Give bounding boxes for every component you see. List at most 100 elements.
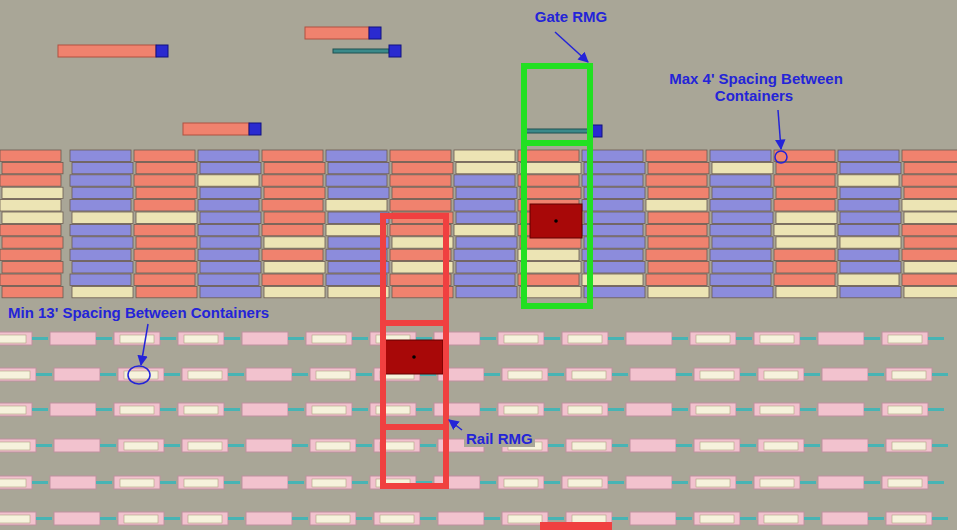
railcar: [886, 512, 932, 525]
railcar: [242, 403, 288, 416]
railcar-coupler: [864, 481, 880, 484]
railcar: [118, 512, 164, 525]
stacked-container: [838, 224, 899, 235]
railcar-coupler: [32, 337, 48, 340]
railcar-coupler: [928, 481, 944, 484]
stacked-container: [774, 224, 835, 235]
stacked-container: [904, 187, 957, 198]
railcar: [882, 476, 928, 489]
stacked-container: [390, 200, 451, 211]
rail-container: [184, 406, 218, 414]
railcar: [246, 439, 292, 452]
stacked-container: [584, 212, 645, 223]
railcar-coupler: [484, 373, 500, 376]
railcar: [54, 368, 100, 381]
stacked-container: [0, 175, 61, 186]
railcar-coupler: [160, 337, 176, 340]
stacked-container: [70, 249, 131, 260]
railcar: [118, 439, 164, 452]
stacked-container: [776, 212, 837, 223]
railcar-coupler: [228, 444, 244, 447]
rail-container: [0, 335, 26, 343]
stacked-container: [198, 150, 259, 161]
railcar-coupler: [100, 517, 116, 520]
railcar-coupler: [36, 373, 52, 376]
stacked-container: [776, 262, 837, 273]
stacked-container: [200, 212, 261, 223]
railcar-coupler: [608, 408, 624, 411]
stacked-container: [710, 150, 771, 161]
rail-rmg-frame: [383, 216, 446, 486]
rail-container: [696, 479, 730, 487]
stacked-container: [646, 274, 707, 285]
stacked-container: [584, 237, 645, 248]
railcar: [182, 439, 228, 452]
stacked-container: [838, 150, 899, 161]
truck-cab: [249, 123, 261, 135]
railcar-coupler: [224, 408, 240, 411]
railcar-coupler: [612, 373, 628, 376]
stacked-container: [326, 224, 387, 235]
trailer: [58, 45, 156, 57]
stacked-container: [712, 162, 773, 173]
stacked-container: [262, 200, 323, 211]
rail-container: [508, 371, 542, 379]
rail-container: [572, 371, 606, 379]
stacked-container: [262, 224, 323, 235]
railcar-coupler: [544, 408, 560, 411]
railcar: [306, 332, 352, 345]
railcar-coupler: [352, 481, 368, 484]
railcar-coupler: [612, 444, 628, 447]
stacked-container: [520, 237, 581, 248]
stacked-container: [0, 274, 61, 285]
railcar: [882, 332, 928, 345]
stacked-container: [838, 249, 899, 260]
rail-container: [764, 371, 798, 379]
railcar: [758, 512, 804, 525]
stacked-container: [328, 237, 389, 248]
rail-container: [700, 515, 734, 523]
rail-container: [764, 515, 798, 523]
rail-container: [188, 371, 222, 379]
stacked-container: [904, 212, 957, 223]
railcar: [0, 512, 36, 525]
rail-container: [892, 515, 926, 523]
stacked-container: [840, 187, 901, 198]
railcar-coupler: [676, 373, 692, 376]
stacked-container: [198, 200, 259, 211]
stacked-container: [198, 249, 259, 260]
stacked-container: [134, 150, 195, 161]
railcar: [178, 403, 224, 416]
railcar: [818, 403, 864, 416]
rail-container: [568, 479, 602, 487]
leader-arrow: [141, 324, 148, 365]
rail-container: [124, 442, 158, 450]
stacked-container: [646, 249, 707, 260]
chassis: [333, 49, 389, 53]
stacked-container: [328, 187, 389, 198]
railcar-coupler: [612, 517, 628, 520]
railcar-coupler: [356, 373, 372, 376]
rail-container: [188, 515, 222, 523]
railcar-coupler: [228, 517, 244, 520]
stacked-container: [710, 200, 771, 211]
stacked-container: [2, 187, 63, 198]
railcar: [182, 512, 228, 525]
rail-container: [504, 335, 538, 343]
railcar-coupler: [932, 373, 948, 376]
truck-cab: [369, 27, 381, 39]
railcar: [50, 332, 96, 345]
railcar: [178, 332, 224, 345]
stacked-container: [454, 274, 515, 285]
railcar-coupler: [804, 444, 820, 447]
railcar: [434, 403, 480, 416]
stacked-container: [454, 224, 515, 235]
stacked-container: [710, 274, 771, 285]
rail-container: [568, 406, 602, 414]
railcar-coupler: [800, 481, 816, 484]
stacked-container: [840, 262, 901, 273]
stacked-container: [646, 224, 707, 235]
pick-point: [412, 355, 416, 359]
stacked-container: [520, 162, 581, 173]
stacked-container: [72, 286, 133, 297]
